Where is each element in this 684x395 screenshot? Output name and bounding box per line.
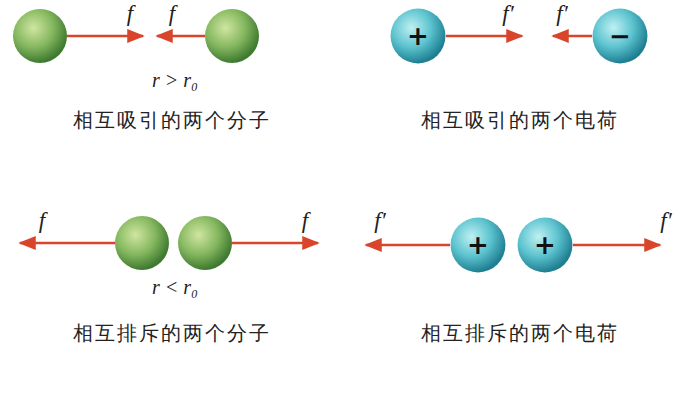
force-arrow	[20, 242, 115, 245]
force-label: f	[302, 208, 308, 233]
molecule	[115, 216, 169, 270]
force-label: f	[39, 208, 45, 233]
molecule	[205, 9, 259, 63]
distance-label: r > r₀	[152, 69, 198, 91]
sphere-circle	[593, 9, 648, 64]
force-label: f′	[374, 208, 385, 233]
force-arrow	[573, 244, 660, 247]
molecule	[178, 216, 232, 270]
caption-text: 相互排斥的两个电荷	[421, 322, 619, 344]
caption-text: 相互吸引的两个电荷	[421, 109, 619, 131]
caption-text: 相互排斥的两个分子	[73, 322, 271, 344]
force-arrow	[553, 35, 592, 38]
charge-sphere: −	[592, 8, 648, 64]
force-arrows	[20, 36, 660, 245]
sphere-circle	[391, 9, 446, 64]
force-label: f	[127, 1, 133, 26]
force-label: f′	[556, 1, 567, 26]
molecule-spheres	[13, 9, 259, 270]
charge-sphere: +	[450, 217, 506, 273]
force-arrow	[366, 244, 450, 247]
force-arrow	[446, 35, 522, 38]
sphere-circle	[451, 218, 506, 273]
charge-sign: +	[467, 232, 489, 258]
force-arrow	[157, 35, 205, 38]
force-label: f′	[502, 1, 513, 26]
caption-text: 相互吸引的两个分子	[73, 109, 271, 131]
force-label: f	[169, 1, 175, 26]
charge-sphere: +	[390, 8, 446, 64]
charge-sign: +	[407, 23, 429, 49]
sphere-circle	[518, 218, 573, 273]
charge-sign: +	[534, 232, 556, 258]
force-arrow	[232, 242, 318, 245]
charge-sphere: +	[517, 217, 573, 273]
molecule	[13, 9, 67, 63]
force-arrow	[67, 35, 143, 38]
distance-label: r < r₀	[152, 276, 198, 298]
force-label: f′	[660, 208, 671, 233]
charge-sign: −	[609, 23, 631, 49]
